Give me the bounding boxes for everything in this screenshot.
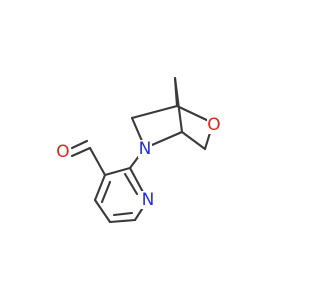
pyridine-nitrogen-bg bbox=[141, 191, 155, 209]
aldehyde-oxygen-bg bbox=[56, 143, 70, 161]
bond-c3-cho bbox=[88, 146, 107, 177]
pyridine-nitrogen-label: N bbox=[142, 190, 155, 210]
bond-bridge-bridgehead-right bbox=[173, 76, 184, 134]
bond-cho-o-double bbox=[70, 139, 89, 150]
bond-c4-c5 bbox=[93, 198, 112, 224]
amine-nitrogen-bg bbox=[138, 140, 152, 158]
bond-cho-o bbox=[70, 146, 92, 158]
molecule-canvas: O N N O bbox=[56, 76, 221, 224]
bond-ch2-bridgehead-left bbox=[130, 104, 179, 120]
amine-nitrogen-label: N bbox=[139, 139, 152, 159]
bond-c5-c6 bbox=[108, 218, 137, 224]
molecule-structure: O N N O bbox=[56, 76, 221, 224]
bond-c3-c4 bbox=[93, 173, 107, 202]
ether-oxygen-label: O bbox=[207, 115, 220, 135]
bond-c2-c3 bbox=[103, 166, 132, 177]
bond-ch2-bridgehead-right bbox=[180, 130, 207, 151]
bond-n1-c2 bbox=[128, 166, 146, 196]
ether-oxygen-bg bbox=[207, 116, 221, 134]
aldehyde-oxygen-label: O bbox=[56, 142, 69, 162]
bond-c5-c6-double bbox=[112, 211, 134, 217]
bond-c3-c4-double bbox=[100, 180, 112, 204]
bond-n1-c2-double bbox=[123, 172, 139, 196]
